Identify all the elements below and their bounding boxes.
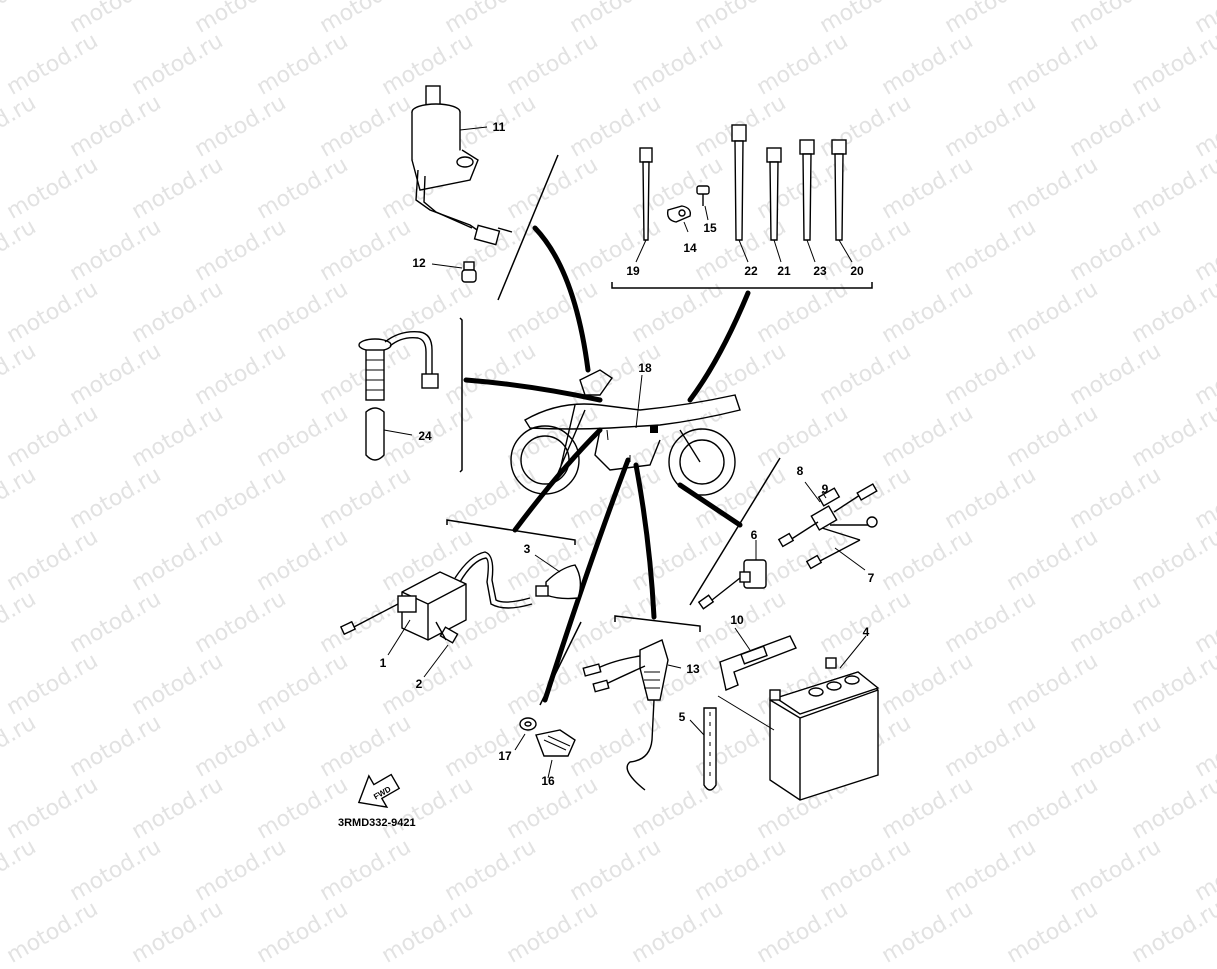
sensor-unit bbox=[358, 331, 439, 461]
cable-bands bbox=[635, 124, 853, 263]
connector-curves bbox=[463, 225, 751, 703]
ignition-coil bbox=[339, 551, 533, 656]
callout-numbers: 1 2 3 4 5 6 7 8 9 10 11 12 13 14 15 16 1… bbox=[380, 120, 875, 788]
callout-20: 20 bbox=[850, 264, 864, 278]
main-switch bbox=[411, 85, 513, 246]
motorcycle-outline bbox=[510, 369, 741, 496]
callout-6: 6 bbox=[751, 528, 758, 542]
coil-bolt bbox=[423, 621, 459, 678]
sealing-washer bbox=[514, 717, 537, 751]
callout-13: 13 bbox=[686, 662, 700, 676]
callout-2: 2 bbox=[416, 677, 423, 691]
callout-8: 8 bbox=[797, 464, 804, 478]
section-brackets bbox=[446, 154, 873, 706]
breather-pipe bbox=[689, 695, 775, 791]
callout-19: 19 bbox=[626, 264, 640, 278]
callout-3: 3 bbox=[524, 542, 531, 556]
callout-11: 11 bbox=[493, 120, 506, 134]
electrical-parts-diagram: FWD 1 2 3 4 5 6 7 8 9 10 11 12 13 14 15 … bbox=[338, 85, 880, 829]
callout-9: 9 bbox=[822, 482, 829, 496]
callout-16: 16 bbox=[541, 774, 555, 788]
callout-18: 18 bbox=[638, 361, 652, 375]
neutral-switch bbox=[535, 729, 576, 779]
battery-band bbox=[719, 627, 797, 691]
callout-10: 10 bbox=[730, 613, 744, 627]
callout-1: 1 bbox=[380, 656, 387, 670]
callout-22: 22 bbox=[744, 264, 758, 278]
callout-5: 5 bbox=[679, 710, 686, 724]
clamp-screw bbox=[696, 185, 710, 221]
battery bbox=[769, 635, 880, 801]
diagram-code: 3RMD332-9421 bbox=[338, 817, 416, 829]
wiring-harness-fuse bbox=[777, 483, 878, 571]
callout-14: 14 bbox=[683, 241, 697, 255]
callout-7: 7 bbox=[868, 571, 875, 585]
callout-17: 17 bbox=[498, 749, 512, 763]
callout-21: 21 bbox=[777, 264, 791, 278]
callout-4: 4 bbox=[863, 625, 870, 639]
cable-clamp bbox=[666, 205, 692, 233]
callout-23: 23 bbox=[813, 264, 827, 278]
callout-15: 15 bbox=[703, 221, 717, 235]
spark-plug-cap bbox=[534, 554, 582, 600]
fuse bbox=[804, 481, 841, 507]
regulator bbox=[697, 540, 767, 610]
fwd-arrow: FWD bbox=[357, 773, 401, 809]
callout-12: 12 bbox=[412, 256, 426, 270]
switch-screw bbox=[431, 261, 477, 283]
callout-24: 24 bbox=[418, 429, 432, 443]
lead-sensor bbox=[582, 639, 682, 791]
